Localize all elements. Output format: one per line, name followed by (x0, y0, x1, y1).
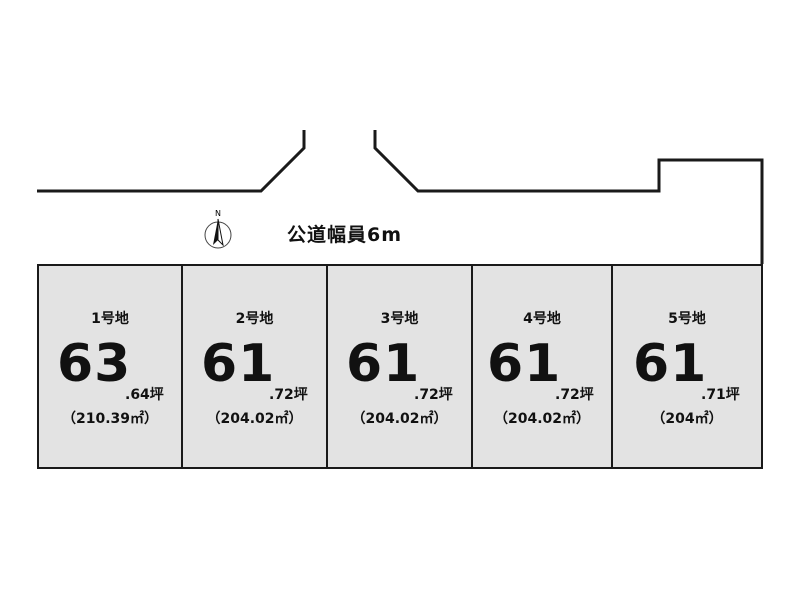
lot-1: 1号地 63 .64坪 （210.39㎡） (37, 264, 183, 469)
lot-5: 5号地 61 .71坪 （204㎡） (611, 264, 763, 469)
road-width-label: 公道幅員6m (287, 224, 403, 246)
lot-area-tsubo-integer: 61 (201, 334, 276, 394)
lot-4: 4号地 61 .72坪 （204.02㎡） (471, 264, 613, 469)
lot-name: 3号地 (380, 311, 419, 327)
lot-area-tsubo-decimal: .72坪 (555, 387, 594, 403)
lot-area-sqm: （210.39㎡） (61, 411, 159, 427)
lot-area-sqm: （204.02㎡） (351, 411, 448, 427)
lot-name: 5号地 (668, 311, 706, 327)
lot-area-sqm: （204.02㎡） (206, 411, 303, 427)
lot-area-tsubo-integer: 61 (487, 334, 562, 394)
lot-area-sqm: （204㎡） (651, 411, 723, 427)
lot-area-tsubo-decimal: .72坪 (269, 387, 308, 403)
lot-area-tsubo-decimal: .72坪 (414, 387, 453, 403)
lot-area-tsubo-integer: 63 (57, 334, 132, 394)
north-label: N (215, 209, 221, 218)
lot-area-sqm: （204.02㎡） (493, 411, 591, 427)
north-arrow-icon: N (201, 207, 235, 251)
lot-area-tsubo-decimal: .71坪 (701, 387, 740, 403)
lot-name: 2号地 (235, 311, 274, 327)
lot-area-tsubo-integer: 61 (346, 334, 421, 394)
lot-name: 1号地 (91, 311, 129, 327)
lot-3: 3号地 61 .72坪 （204.02㎡） (326, 264, 473, 469)
lot-name: 4号地 (523, 311, 561, 327)
road-boundary-left (37, 130, 306, 193)
lot-2: 2号地 61 .72坪 （204.02㎡） (181, 264, 328, 469)
road-boundary-right (373, 130, 764, 264)
lot-area-tsubo-integer: 61 (633, 334, 708, 394)
lot-area-tsubo-decimal: .64坪 (125, 387, 164, 403)
lot-row: 1号地 63 .64坪 （210.39㎡） 2号地 61 .72坪 （204.0… (37, 264, 763, 471)
